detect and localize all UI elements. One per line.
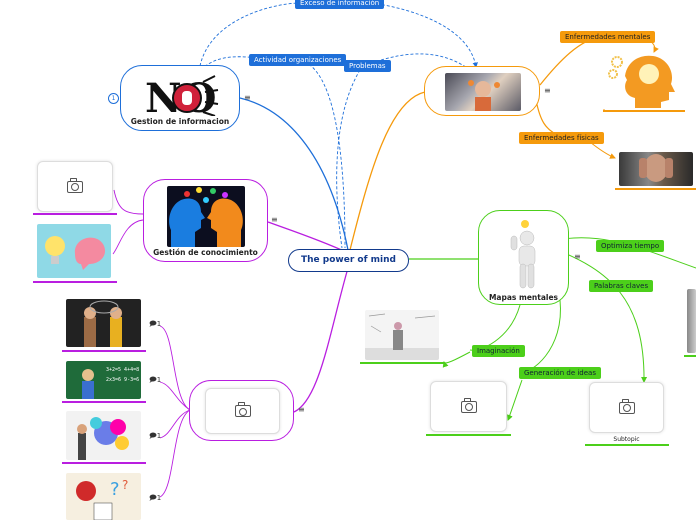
no-illustration-image: NO	[143, 72, 219, 116]
camera-icon	[234, 402, 251, 417]
count-badge[interactable]: 1	[108, 93, 119, 104]
brain-bulb-image	[37, 224, 111, 278]
comment-count: 1	[156, 432, 162, 440]
underline	[33, 281, 117, 283]
couple-talking-image	[66, 299, 141, 347]
subtopic-enfermedades-mentales[interactable]: Enfermedades mentales	[560, 31, 656, 43]
comment-count: 1	[156, 376, 162, 384]
topic-gestion-informacion[interactable]: NO Gestion de informacion	[120, 65, 240, 131]
svg-text:3+2=5 4+4=8: 3+2=5 4+4=8	[106, 367, 139, 373]
comment-icon[interactable]: 🗩1	[149, 432, 162, 440]
subtopic-placeholder[interactable]	[589, 382, 664, 433]
comment-icon[interactable]: 🗩1	[149, 376, 162, 384]
camera-icon	[618, 398, 635, 414]
central-topic[interactable]: The power of mind	[288, 249, 409, 272]
comment-icon[interactable]: 🗩1	[149, 320, 162, 328]
image-placeholder[interactable]	[430, 381, 507, 432]
svg-text:?: ?	[110, 479, 120, 500]
svg-text:2x3=6 9-3=6: 2x3=6 9-3=6	[106, 377, 139, 383]
underline	[33, 213, 117, 215]
subtopic-palabras-claves[interactable]: Palabras claves	[589, 280, 654, 292]
head-gears-image	[605, 50, 675, 108]
colorful-ideas-image	[66, 411, 141, 460]
underline	[684, 355, 696, 357]
cropped-right-image	[687, 289, 696, 353]
svg-text:?: ?	[122, 478, 128, 492]
topic-mapas-mentales-label: Mapas mentales	[488, 293, 559, 302]
underline	[603, 110, 685, 112]
menu-icon[interactable]: ≡	[244, 93, 251, 102]
comment-count: 1	[156, 494, 162, 502]
sketch-man-image	[365, 310, 439, 360]
relation-label-actividad[interactable]: Actividad organizaciones	[249, 54, 347, 66]
topic-gestion-informacion-label: Gestion de informacion	[130, 117, 230, 126]
comment-icon[interactable]: 🗩1	[149, 494, 162, 502]
underline	[426, 434, 511, 436]
subtopic-generacion-ideas[interactable]: Generación de ideas	[519, 367, 601, 379]
underline	[62, 462, 146, 464]
menu-icon[interactable]: ≡	[574, 252, 581, 261]
menu-icon[interactable]: ≡	[298, 405, 305, 414]
cartoon-devil-image: ??	[66, 473, 141, 520]
stressed-person-image	[445, 73, 521, 111]
headache-man-image	[619, 152, 693, 186]
topic-gestion-conocimiento[interactable]: Gestión de conocimiento	[143, 179, 268, 262]
subtopic-optimiza-tiempo[interactable]: Optimiza tiempo	[596, 240, 665, 252]
central-topic-label: The power of mind	[301, 255, 396, 265]
thinking-figure-image	[507, 218, 543, 290]
underline	[62, 401, 146, 403]
underline	[615, 188, 696, 190]
topic-gestion-conocimiento-label: Gestión de conocimiento	[153, 248, 258, 257]
brain-heads-image	[167, 186, 245, 247]
menu-icon[interactable]: ≡	[544, 86, 551, 95]
comment-count: 1	[156, 320, 162, 328]
subtopic-imaginacion[interactable]: Imaginación	[472, 345, 525, 357]
underline	[360, 362, 444, 364]
camera-icon	[67, 177, 83, 193]
underline	[62, 350, 146, 352]
underline	[585, 444, 669, 446]
subtopic-enfermedades-fisicas[interactable]: Enfermedades físicas	[519, 132, 604, 144]
image-placeholder[interactable]	[37, 161, 113, 212]
topic-problemas-image[interactable]	[424, 66, 540, 116]
math-board-image: 3+2=5 4+4=8 2x3=6 9-3=6	[66, 361, 141, 399]
camera-icon	[460, 397, 477, 413]
subtopic-label: Subtopic	[613, 436, 640, 443]
menu-icon[interactable]: ≡	[271, 215, 278, 224]
image-placeholder[interactable]	[205, 388, 280, 434]
relation-label-problemas[interactable]: Problemas	[344, 60, 391, 72]
topic-image-placeholder[interactable]	[189, 380, 294, 441]
topic-mapas-mentales[interactable]: Mapas mentales	[478, 210, 569, 305]
relation-label-exceso[interactable]: Exceso de información	[295, 0, 385, 9]
